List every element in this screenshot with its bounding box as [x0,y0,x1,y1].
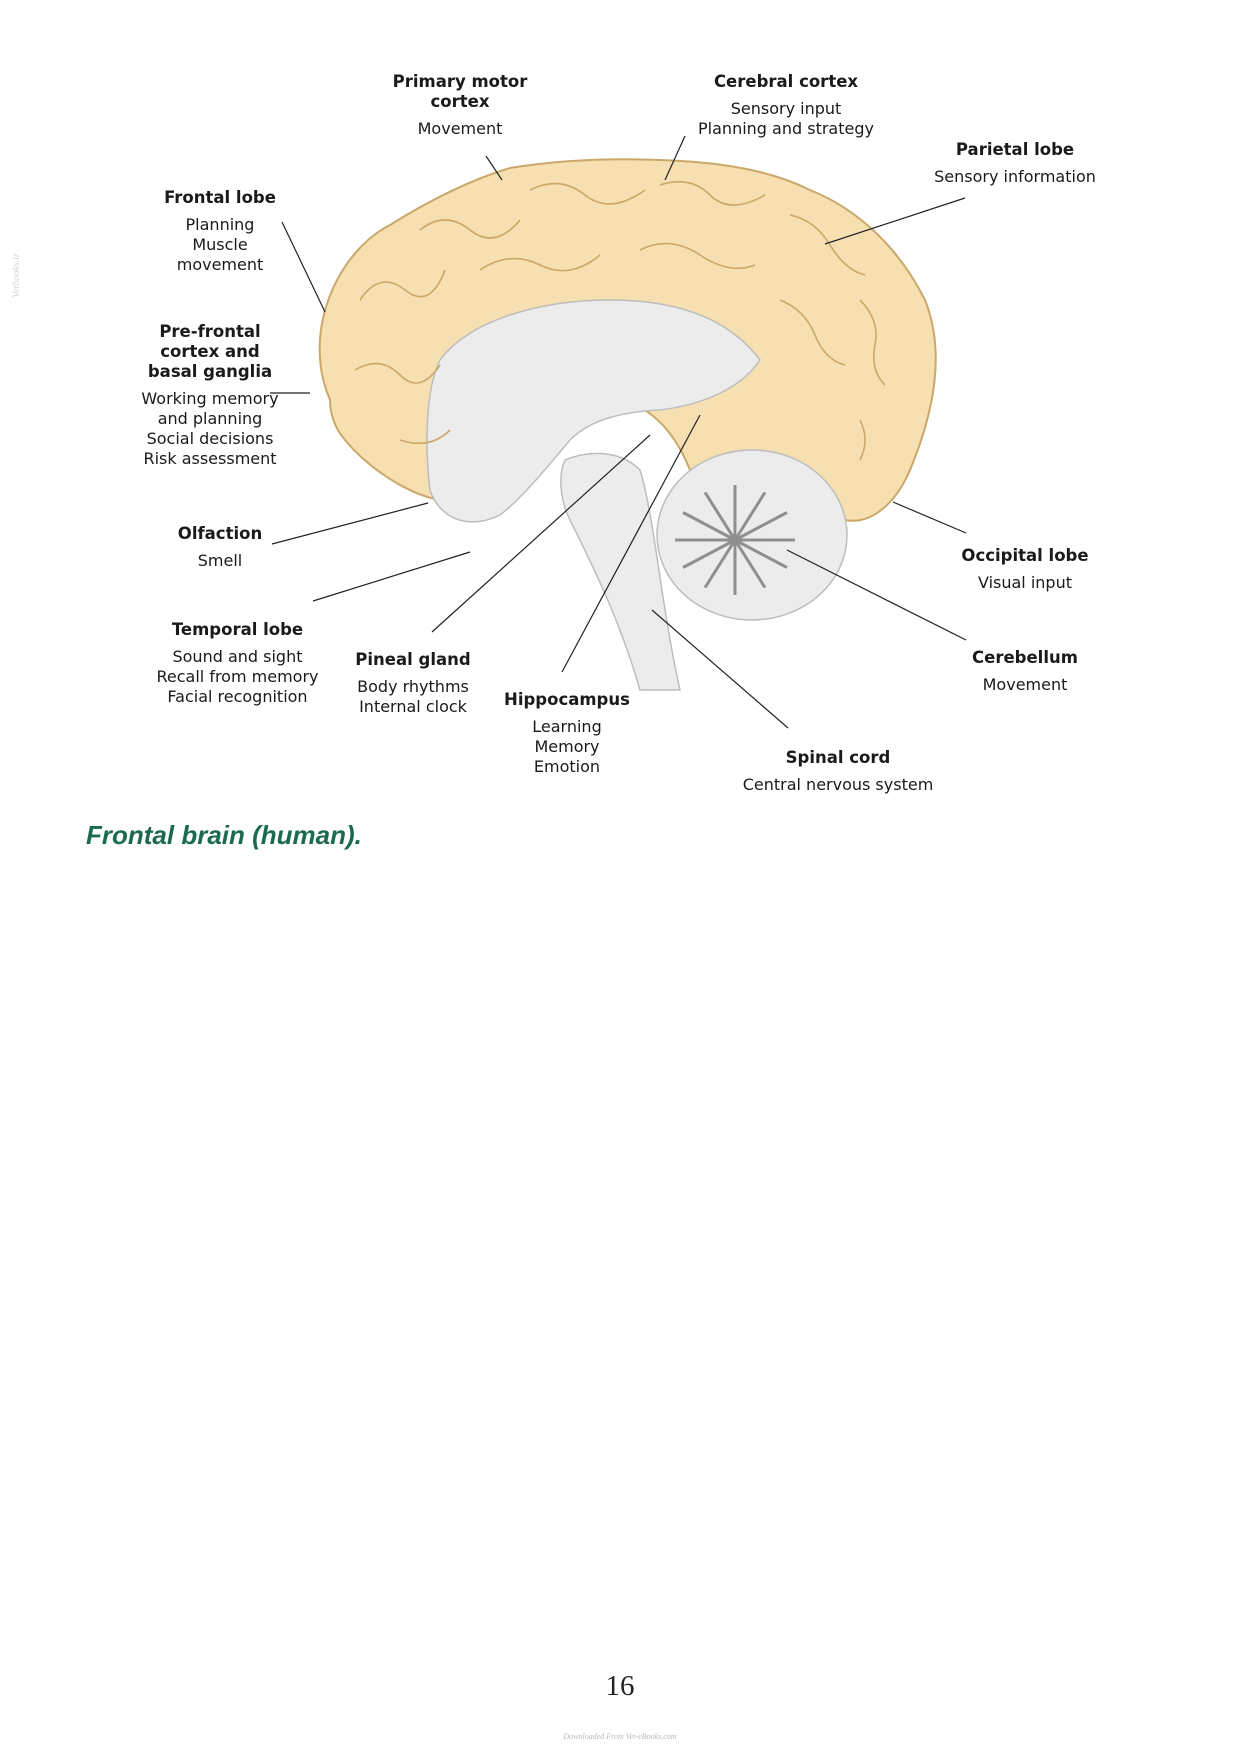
label-title: Temporal lobe [171,620,304,639]
cerebellum-fold [703,491,737,541]
label-desc-line: Muscle [192,235,248,254]
leader-frontal [281,221,326,313]
label-hippocampus: Hippocampus Learning Memory Emotion [492,690,642,777]
gyrus-line [659,180,766,206]
label-title: Pineal gland [355,650,471,669]
gyrus-line [354,362,441,384]
side-watermark: Vetbooks.ir [10,253,22,298]
label-desc-line: Planning and strategy [698,119,874,138]
label-temporal-lobe: Temporal lobe Sound and sight Recall fro… [140,620,335,707]
leader-cerebellum [786,549,967,641]
leader-parietal [824,197,966,245]
label-title: Hippocampus [504,690,630,709]
gyrus-line [779,299,846,366]
gyrus-line [529,182,646,205]
label-desc-line: Movement [982,675,1068,694]
label-desc-line: Planning [185,215,255,234]
label-title: cortex and [160,342,260,361]
label-olfaction: Olfaction Smell [160,524,280,571]
gyrus-line [419,219,521,239]
page-number: 16 [605,1670,635,1702]
gyrus-line [399,429,451,445]
gyrus-line [479,254,601,272]
label-desc-line: Smell [197,551,243,570]
label-parietal-lobe: Parietal lobe Sensory information [925,140,1105,187]
label-title: Pre-frontal [159,322,261,341]
label-title: Parietal lobe [955,140,1075,159]
label-title: Spinal cord [785,748,891,767]
label-desc-line: Emotion [533,757,601,776]
label-desc-line: Movement [417,119,503,138]
label-title: Olfaction [177,524,263,543]
label-frontal-lobe: Frontal lobe Planning Muscle movement [145,188,295,275]
label-title: Primary motor [392,72,528,91]
label-title: Cerebral cortex [713,72,859,91]
label-title: basal ganglia [147,362,273,381]
cerebellum-fold [682,511,736,542]
label-title: Occipital lobe [961,546,1089,565]
cerebellum-fold [703,539,737,589]
gyrus-line [359,269,446,301]
label-desc-line: Sensory information [934,167,1096,186]
gyrus-line [859,419,866,461]
gyrus-line [859,299,886,386]
cerebellum-fold [734,538,788,569]
brainstem-shape [560,452,681,691]
label-desc-line: Internal clock [359,697,467,716]
label-desc-line: Risk assessment [143,449,277,468]
label-prefrontal-cortex: Pre-frontal cortex and basal ganglia Wor… [125,322,295,469]
label-cerebral-cortex: Cerebral cortex Sensory input Planning a… [686,72,886,139]
leader-pineal [431,434,651,633]
gyrus-line [639,242,756,270]
leader-hippocampus [561,414,701,673]
label-desc-line: Visual input [977,573,1072,592]
cerebellum-shape [656,449,848,621]
label-desc-line: and planning [157,409,263,428]
label-title: Frontal lobe [164,188,276,207]
cortex-gyri [354,180,886,461]
cerebellum-fold [682,538,736,569]
cerebellum-fold [734,511,788,542]
label-desc-line: Recall from memory [156,667,319,686]
label-cerebellum: Cerebellum Movement [960,648,1090,695]
label-desc-line: Central nervous system [742,775,934,794]
label-desc-line: Facial recognition [167,687,308,706]
corpus-callosum-shape [426,299,761,523]
brain-figure: Primary motor cortex Movement Cerebral c… [0,0,1240,820]
cerebellum-fold [733,491,767,541]
label-primary-motor-cortex: Primary motor cortex Movement [385,72,535,139]
cerebellum-folds [675,485,795,595]
brain-illustration [270,135,967,729]
leader-cerebral-cortex [664,135,686,181]
leader-spinal [651,609,789,729]
leader-primary-motor [485,155,503,181]
label-desc-line: Social decisions [146,429,274,448]
cerebellum-fold [733,539,767,589]
label-desc-line: Memory [534,737,600,756]
figure-caption: Frontal brain (human). [86,820,362,850]
label-desc-line: Sensory input [730,99,842,118]
label-pineal-gland: Pineal gland Body rhythms Internal clock [343,650,483,717]
gyrus-line [789,214,866,276]
label-desc-line: Working memory [141,389,279,408]
label-desc-line: movement [176,255,264,274]
label-title: cortex [430,92,490,111]
leader-temporal [312,551,471,602]
label-desc-line: Body rhythms [357,677,469,696]
leader-occipital [892,501,967,534]
footer-watermark: Downloaded From Vet-eBooks.com [563,1732,677,1741]
label-title: Cerebellum [972,648,1078,667]
label-occipital-lobe: Occipital lobe Visual input [950,546,1100,593]
label-spinal-cord: Spinal cord Central nervous system [738,748,938,795]
leader-olfaction [271,502,429,545]
label-desc-line: Learning [532,717,602,736]
label-desc-line: Sound and sight [172,647,303,666]
